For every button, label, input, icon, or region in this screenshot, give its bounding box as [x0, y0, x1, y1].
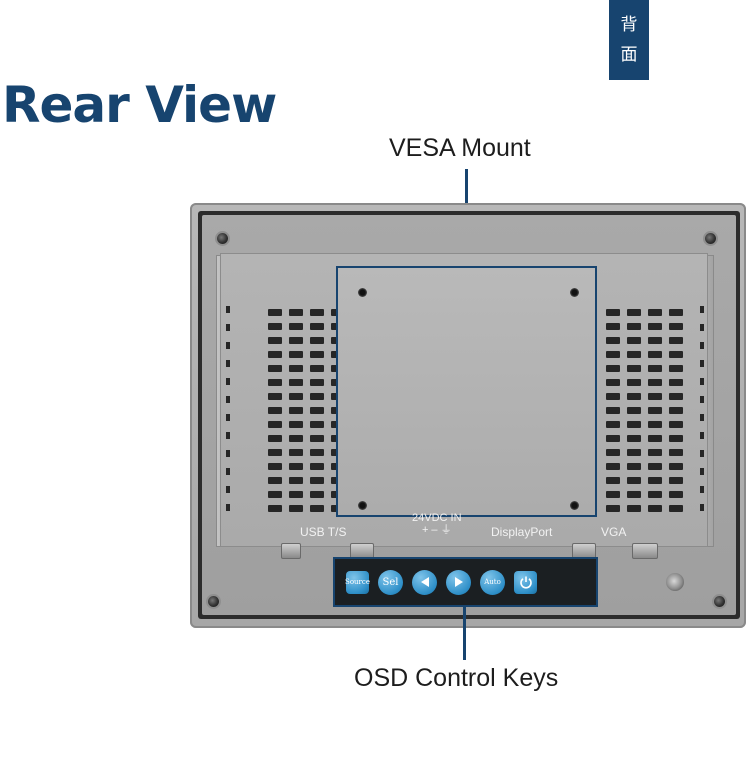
dc-input-label-line1: 24VDC IN	[412, 512, 462, 524]
right-side-vents	[700, 306, 704, 511]
left-vent-grid	[268, 309, 345, 512]
right-vent-grid	[606, 309, 683, 512]
vesa-hole-icon	[358, 288, 367, 297]
osd-control-keys: Source Sel Auto	[333, 557, 598, 607]
vesa-hole-icon	[570, 288, 579, 297]
dc-input-label: 24VDC IN + – ⏚	[412, 512, 462, 536]
section-tab: 背 面	[609, 0, 649, 80]
vga-port-label: VGA	[601, 525, 627, 539]
left-side-vents	[226, 306, 230, 511]
usb-port-label: USB T/S	[300, 525, 347, 539]
section-tab-char-2: 面	[620, 45, 638, 65]
osd-control-keys-callout: OSD Control Keys	[354, 664, 559, 692]
ground-screw-icon	[666, 573, 684, 591]
right-arrow-icon	[454, 577, 463, 587]
screw-icon	[217, 233, 228, 244]
vesa-mount-area	[336, 266, 597, 517]
left-arrow-icon	[420, 577, 429, 587]
displayport-label: DisplayPort	[491, 525, 553, 539]
source-key-button[interactable]: Source	[345, 570, 370, 594]
vga-connector	[632, 543, 658, 559]
vesa-hole-icon	[570, 501, 579, 510]
auto-key-button[interactable]: Auto	[480, 569, 505, 595]
section-tab-char-1: 背	[620, 15, 638, 35]
power-icon	[519, 576, 532, 589]
power-button[interactable]	[514, 570, 537, 594]
dc-input-label-line2: + – ⏚	[421, 524, 452, 536]
select-key-button[interactable]: Sel	[378, 569, 403, 595]
page-title: Rear View	[2, 76, 277, 134]
usb-connector	[281, 543, 301, 559]
left-arrow-button[interactable]	[412, 569, 437, 595]
screw-icon	[208, 596, 219, 607]
right-arrow-button[interactable]	[446, 569, 471, 595]
osd-leader-line	[463, 607, 466, 660]
screw-icon	[714, 596, 725, 607]
vesa-mount-callout: VESA Mount	[389, 134, 531, 162]
vesa-hole-icon	[358, 501, 367, 510]
screw-icon	[705, 233, 716, 244]
